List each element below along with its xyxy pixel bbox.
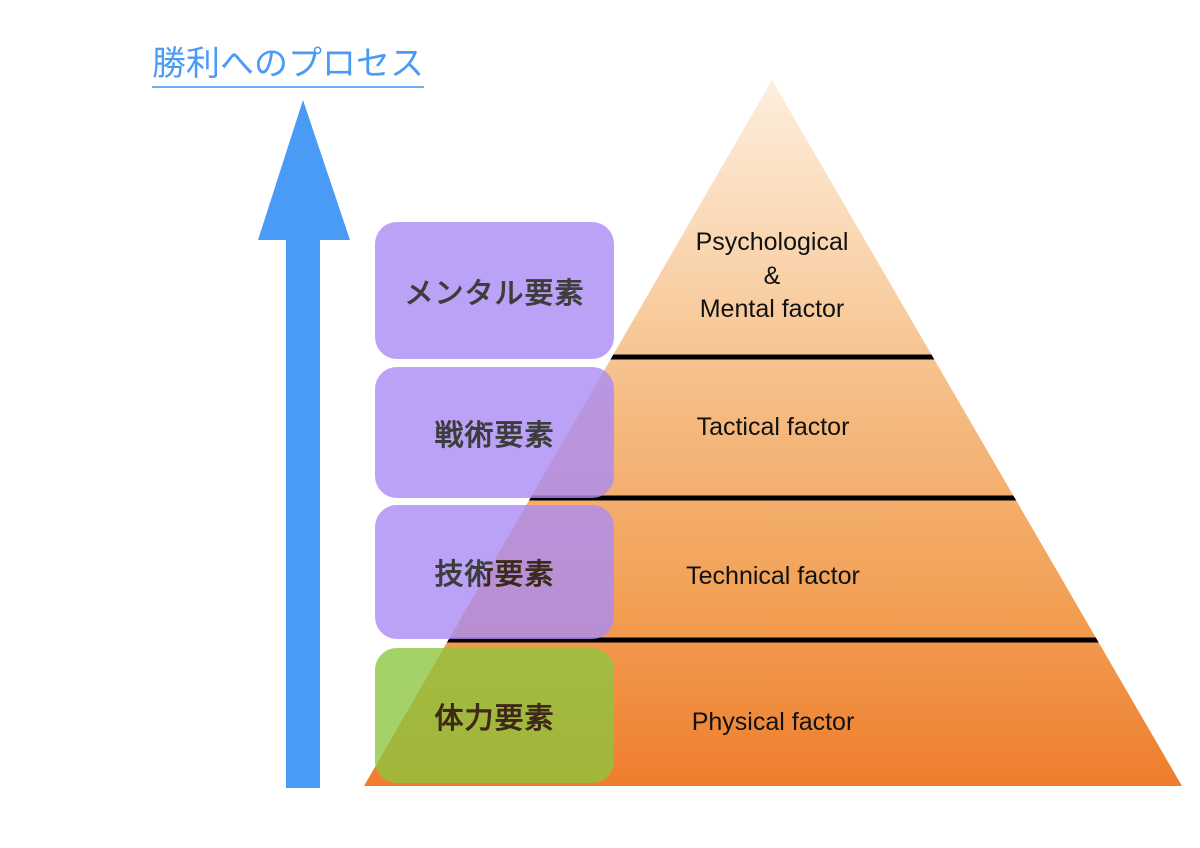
element-box-physical[interactable]: 体力要素 bbox=[375, 648, 614, 783]
element-box-tactical-label: 戦術要素 bbox=[434, 419, 555, 452]
pyramid-tier-label-technical: Technical factor bbox=[686, 562, 860, 590]
element-box-technical[interactable]: 技術要素 bbox=[375, 505, 614, 639]
element-box-tactical[interactable]: 戦術要素 bbox=[375, 367, 614, 498]
pyramid-tier-label-tactical: Tactical factor bbox=[696, 413, 850, 441]
page-title: 勝利へのプロセス bbox=[152, 45, 424, 89]
progress-arrow-icon bbox=[258, 100, 350, 788]
pyramid-tier-label-psychological-mental: Psychological & Mental factor bbox=[695, 228, 849, 323]
element-box-mental-label: メンタル要素 bbox=[404, 277, 585, 310]
arrow-shape bbox=[258, 100, 350, 788]
element-box-mental[interactable]: メンタル要素 bbox=[375, 222, 614, 359]
element-box-technical-label: 技術要素 bbox=[434, 559, 555, 591]
pyramid-tier-label-physical: Physical factor bbox=[691, 708, 855, 736]
element-box-physical-label: 体力要素 bbox=[434, 702, 555, 735]
